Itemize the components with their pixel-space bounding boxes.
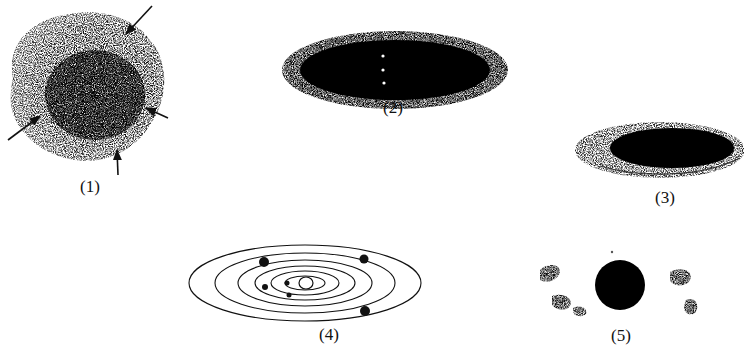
figure-number: (2) (383, 99, 403, 116)
thin-disk (575, 122, 744, 178)
figure-number: (3) (655, 189, 675, 206)
flattened-nebula (282, 31, 508, 109)
figure-number: (5) (611, 327, 631, 344)
protosun-with-clumps (540, 251, 697, 316)
figure-number: (4) (319, 326, 339, 343)
orbit-system (189, 245, 421, 321)
figure-number: (1) (80, 178, 100, 195)
gas-cloud (11, 12, 165, 161)
inflow-arrows (8, 6, 168, 175)
planets (259, 255, 370, 317)
